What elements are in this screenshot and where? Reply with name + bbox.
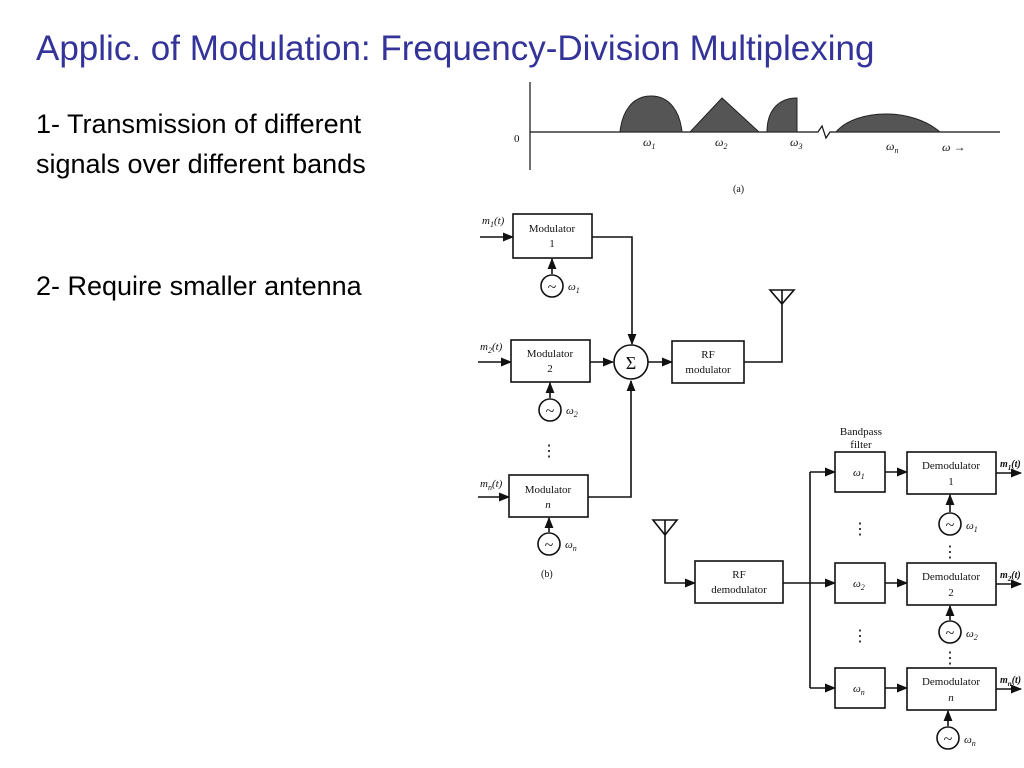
modulator-n-box (508, 474, 589, 518)
transmitter-ellipsis: ⋮ (541, 443, 557, 460)
spectrum-band-n (834, 113, 942, 133)
rf-modulator-label-1: RF (701, 349, 714, 361)
demodulator-n-box (906, 667, 997, 711)
receiver-diagram: RF demodulator Bandpass filter ω1 ω2 ωn … (651, 426, 1023, 750)
output-label-n: mn(t) (1000, 675, 1021, 688)
rx-oscillator-n-icon (936, 726, 960, 750)
demodulator-n-number: n (948, 692, 954, 704)
rf-demodulator-box (694, 560, 784, 604)
spectrum-plot: 0 ω1 ω2 ω3 ωn ω → (a) (514, 82, 1000, 195)
rx-oscillator-2-label: ω2 (966, 628, 978, 642)
path-modn-to-summer (588, 379, 636, 498)
rf-demodulator-label-1: RF (732, 569, 745, 581)
output-label-1: m1(t) (1000, 459, 1021, 472)
bullet-transmission: 1- Transmission of different signals ove… (36, 109, 366, 179)
input-label-1: m1(t) (482, 215, 505, 229)
modulator-n-number: n (545, 499, 551, 511)
transmitter-diagram: m1(t) m2(t) mn(t) Modulator 1 Modulator … (478, 213, 796, 580)
summer-symbol: Σ (626, 353, 636, 373)
output-label-2: m2(t) (1000, 570, 1021, 583)
input-label-n: mn(t) (480, 478, 503, 492)
spectrum-band-label-3: ω3 (790, 135, 802, 151)
rx-oscillator-1-label: ω1 (966, 520, 978, 534)
oscillator-2-symbol: ~ (546, 403, 555, 420)
demodulator-1-number: 1 (948, 476, 954, 488)
bandpass-filter-2-label: ω2 (853, 578, 865, 592)
oscillator-2-label: ω2 (566, 405, 578, 419)
modulator-1-box (512, 213, 593, 259)
bandpass-filter-1-label: ω1 (853, 467, 865, 481)
demodulator-n-label: Demodulator (922, 676, 980, 688)
bandpass-filter-2-box (834, 562, 886, 604)
spectrum-band-label-n: ωn (886, 139, 898, 155)
filter-ellipsis-2: ⋮ (852, 628, 868, 645)
oscillator-n-icon (537, 532, 561, 556)
input-label-2: m2(t) (480, 341, 503, 355)
modulator-2-number: 2 (547, 363, 553, 375)
rf-modulator-label-2: modulator (685, 364, 731, 376)
rx-oscillator-n-label: ωn (964, 734, 976, 748)
rx-oscillator-2-symbol: ~ (946, 625, 955, 642)
demodulator-2-number: 2 (948, 587, 954, 599)
demodulator-1-label: Demodulator (922, 460, 980, 472)
rx-ellipsis-2: ⋮ (942, 650, 958, 667)
modulator-n-label: Modulator (525, 484, 572, 496)
spectrum-origin-label: 0 (514, 133, 520, 145)
filter-ellipsis-1: ⋮ (852, 521, 868, 538)
rx-oscillator-1-symbol: ~ (946, 517, 955, 534)
path-antenna-to-rf (664, 535, 697, 588)
spectrum-axis-label: ω → (942, 140, 965, 154)
spectrum-band-1 (619, 95, 683, 133)
rx-oscillator-2-icon (938, 620, 962, 644)
spectrum-band-label-1: ω1 (643, 135, 655, 151)
bandpass-heading-2: filter (850, 439, 872, 451)
path-rf-to-antenna (744, 304, 783, 363)
modulator-1-label: Modulator (529, 223, 576, 235)
oscillator-n-symbol: ~ (545, 537, 554, 554)
path-mod1-to-summer (592, 236, 637, 346)
rx-oscillator-n-symbol: ~ (944, 731, 953, 748)
demodulator-2-label: Demodulator (922, 571, 980, 583)
spectrum-band-label-2: ω2 (715, 135, 727, 151)
transmitter-caption: (b) (541, 569, 553, 580)
spectrum-band-2 (688, 97, 761, 133)
oscillator-n-label: ωn (565, 539, 577, 553)
demodulator-2-box (906, 562, 997, 606)
receive-antenna-icon (651, 519, 679, 537)
slide-title: Applic. of Modulation: Frequency-Divisio… (36, 29, 875, 68)
oscillator-1-icon (540, 274, 564, 298)
spectrum-caption: (a) (733, 184, 744, 195)
rf-modulator-box (671, 340, 745, 384)
rx-ellipsis-1: ⋮ (942, 544, 958, 561)
bandpass-filter-n-box (834, 667, 886, 709)
modulator-1-number: 1 (549, 238, 555, 250)
modulator-2-label: Modulator (527, 348, 574, 360)
bandpass-filter-n-label: ωn (853, 683, 865, 697)
oscillator-1-label: ω1 (568, 281, 580, 295)
spectrum-band-3 (766, 97, 798, 133)
modulator-2-box (510, 339, 591, 383)
oscillator-1-symbol: ~ (548, 279, 557, 296)
rf-demodulator-label-2: demodulator (711, 584, 767, 596)
rx-oscillator-1-icon (938, 512, 962, 536)
oscillator-2-icon (538, 398, 562, 422)
bandpass-heading-1: Bandpass (840, 426, 882, 438)
transmit-antenna-icon (768, 289, 796, 306)
bullet-smaller-antenna: 2- Require smaller antenna (36, 271, 362, 301)
